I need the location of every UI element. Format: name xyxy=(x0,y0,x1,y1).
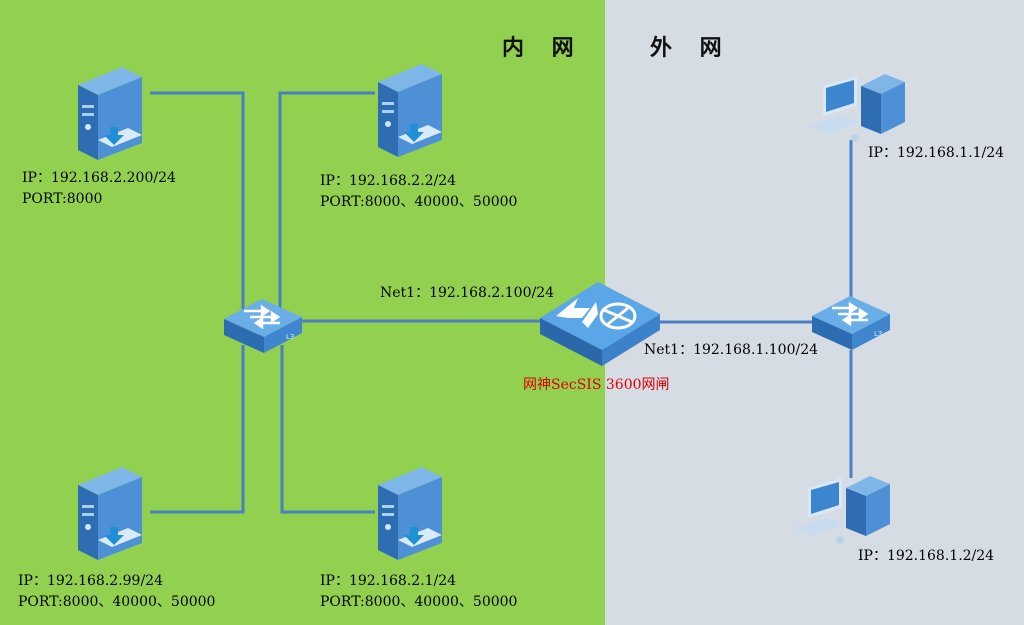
gateway-icon xyxy=(540,282,660,366)
server-2-ip: IP：192.168.2.2/24 xyxy=(320,173,457,189)
switch-badge: L3 xyxy=(874,330,882,338)
server-icon xyxy=(78,467,142,560)
pc-icon xyxy=(807,74,905,142)
server-1-port: PORT:8000 xyxy=(22,191,103,207)
server-3-label: IP：192.168.2.99/24 PORT:8000、40000、50000 xyxy=(18,571,215,613)
outer-network-zone xyxy=(605,0,1024,625)
server-icon xyxy=(378,467,442,560)
gateway-name-label: 网神SecSIS 3600网闸 xyxy=(523,377,670,393)
server-1-ip: IP：192.168.2.200/24 xyxy=(22,170,176,186)
server-icon xyxy=(78,67,142,160)
server-1-label: IP：192.168.2.200/24 PORT:8000 xyxy=(22,168,176,210)
server-2-label: IP：192.168.2.2/24 PORT:8000、40000、50000 xyxy=(320,171,517,213)
server-2-port: PORT:8000、40000、50000 xyxy=(320,194,518,210)
gateway-outer-net-label: Net1：192.168.1.100/24 xyxy=(644,342,819,358)
pc-icon xyxy=(792,476,890,544)
server-3-port: PORT:8000、40000、50000 xyxy=(18,594,216,610)
link-server1-switch xyxy=(150,91,245,310)
inner-network-title: 内 网 xyxy=(502,36,584,61)
server-icon xyxy=(378,64,442,157)
client-1-ip: IP：192.168.1.1/24 xyxy=(868,145,1005,161)
server-4-label: IP：192.168.2.1/24 PORT:8000、40000、50000 xyxy=(320,571,517,613)
client-2-ip: IP：192.168.1.2/24 xyxy=(858,548,995,564)
server-4-ip: IP：192.168.2.1/24 xyxy=(320,573,457,589)
link-server2-switch xyxy=(278,91,375,310)
link-server4-switch xyxy=(280,345,375,514)
server-4-port: PORT:8000、40000、50000 xyxy=(320,594,518,610)
l3-switch-icon: L3 xyxy=(224,299,302,353)
switch-badge: L3 xyxy=(286,333,294,341)
outer-network-title: 外 网 xyxy=(650,36,732,61)
server-3-ip: IP：192.168.2.99/24 xyxy=(18,573,163,589)
gateway-inner-net-label: Net1：192.168.2.100/24 xyxy=(380,285,555,301)
link-server3-switch xyxy=(150,345,245,514)
l3-switch-icon: L3 xyxy=(812,296,890,350)
